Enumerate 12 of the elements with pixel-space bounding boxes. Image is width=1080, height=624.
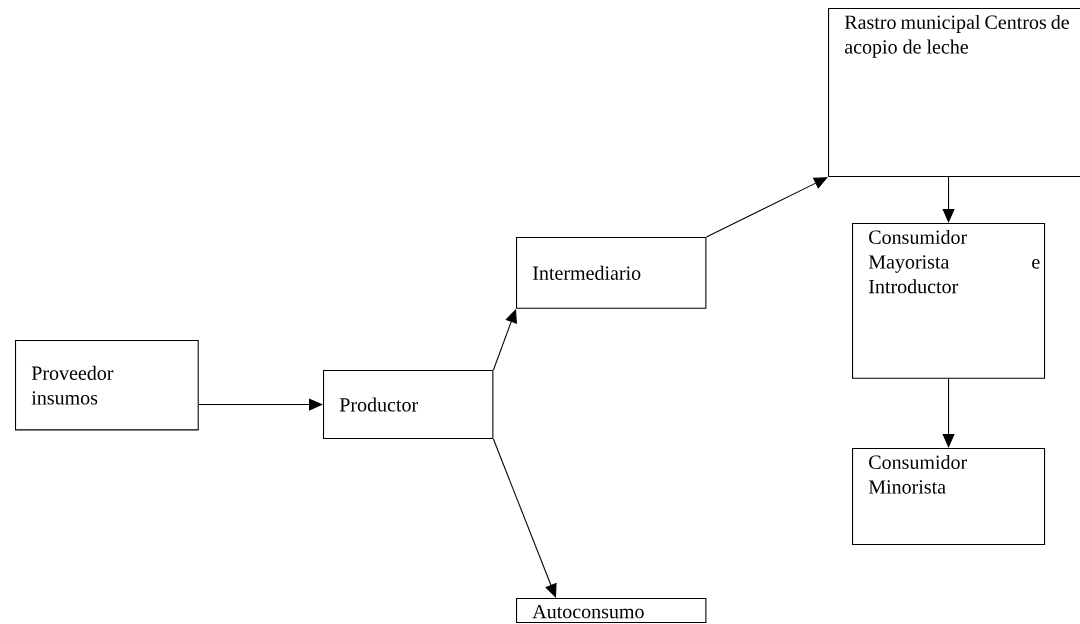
process-box: Productor [323,370,494,440]
arrow [198,398,323,411]
process-box: Autoconsumo [516,598,707,624]
arrow [492,438,557,598]
process-box: Consumidor Minorista [852,448,1046,546]
process-box: Proveedor insumos [15,340,199,431]
arrow [942,176,955,223]
arrow [942,378,955,448]
process-box: Intermediario [516,237,707,309]
arrow [705,177,828,238]
process-box: Consumidor Mayorista e Introductor [852,223,1046,379]
process-box: Rastro municipal Centros de acopio de leche [828,8,1080,178]
